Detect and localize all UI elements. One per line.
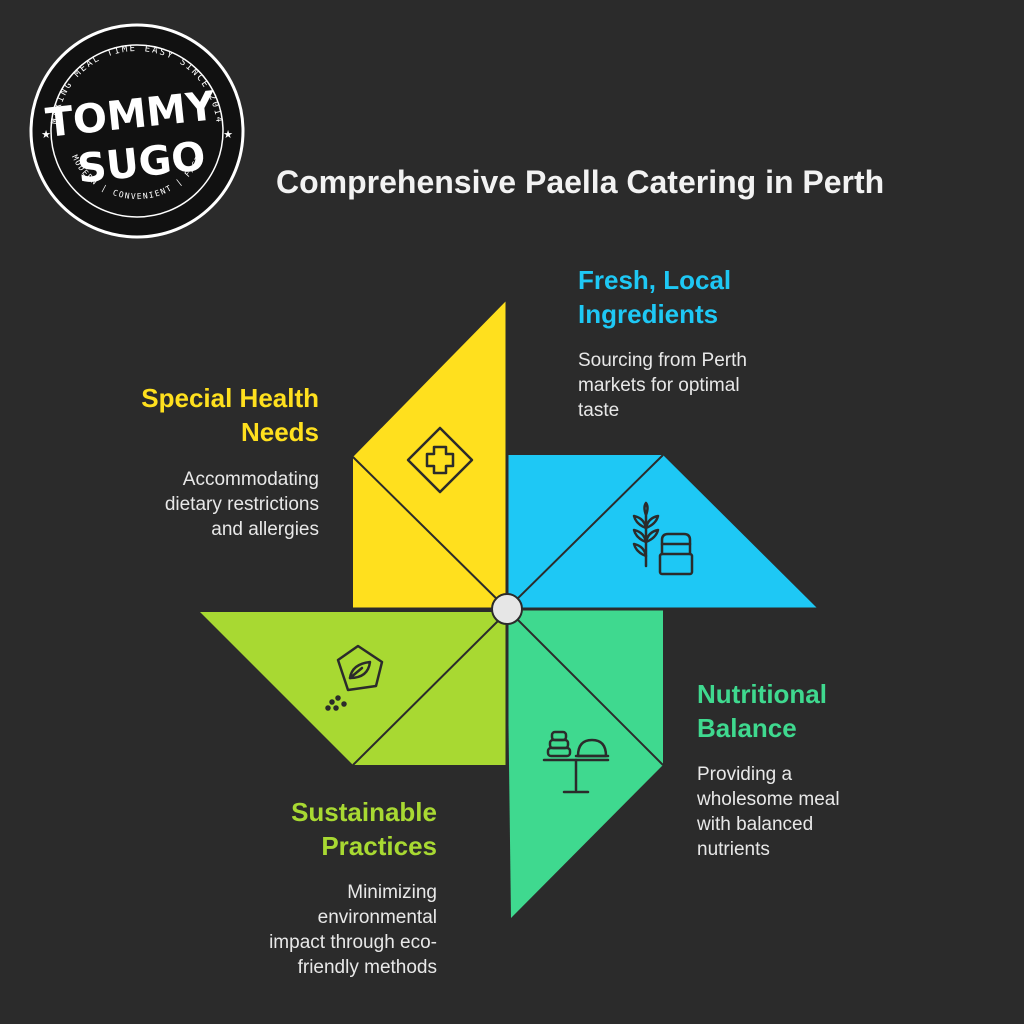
- description-line: impact through eco-: [269, 932, 437, 953]
- description-line: Providing a: [697, 764, 793, 785]
- nutritional-balance-description: Providing a wholesome meal with balanced…: [697, 762, 957, 862]
- blade-fresh: [506, 454, 818, 610]
- description-line: wholesome meal: [697, 789, 840, 810]
- description-line: with balanced: [697, 814, 814, 835]
- heading-line: Practices: [321, 831, 437, 861]
- sustainable-practices-description: Minimizing environmental impact through …: [158, 880, 437, 980]
- description-line: taste: [578, 400, 620, 421]
- star-icon: ★: [223, 129, 233, 141]
- medical-cross-icon: [406, 426, 474, 494]
- sustainable-practices-heading: Sustainable Practices: [158, 795, 437, 863]
- description-line: Accommodating: [182, 469, 319, 490]
- heading-line: Balance: [697, 713, 797, 743]
- special-health-heading: Special Health Needs: [60, 381, 319, 449]
- heading-line: Fresh, Local: [578, 265, 732, 295]
- description-line: and allergies: [211, 519, 319, 540]
- description-line: environmental: [317, 907, 437, 928]
- description-line: friendly methods: [297, 957, 437, 978]
- heading-line: Needs: [240, 417, 319, 447]
- description-line: Sourcing from Perth: [578, 350, 747, 371]
- blade-nutrition: [506, 608, 664, 918]
- pinwheel-hub: [491, 593, 523, 625]
- wheat-market-icon: [632, 501, 694, 576]
- nutritional-balance-heading: Nutritional Balance: [697, 677, 957, 745]
- special-health-description: Accommodating dietary restrictions and a…: [60, 467, 319, 542]
- heading-line: Nutritional: [697, 679, 827, 709]
- description-line: markets for optimal: [578, 375, 740, 396]
- description-line: nutrients: [697, 839, 770, 860]
- eco-leaf-icon: [325, 644, 384, 711]
- heading-line: Sustainable: [291, 797, 437, 827]
- page-title: Comprehensive Paella Catering in Perth: [276, 164, 885, 200]
- tommy-sugo-logo: MAKING MEAL TIME EASY SINCE 2014 MODERN …: [29, 23, 245, 239]
- heading-line: Special Health: [141, 383, 319, 413]
- fresh-ingredients-description: Sourcing from Perth markets for optimal …: [578, 348, 838, 423]
- description-line: dietary restrictions: [164, 494, 319, 515]
- star-icon: ★: [41, 129, 51, 141]
- food-stand-icon: [542, 730, 610, 794]
- description-line: Minimizing: [347, 882, 437, 903]
- heading-line: Ingredients: [578, 299, 719, 329]
- fresh-ingredients-heading: Fresh, Local Ingredients: [578, 263, 838, 331]
